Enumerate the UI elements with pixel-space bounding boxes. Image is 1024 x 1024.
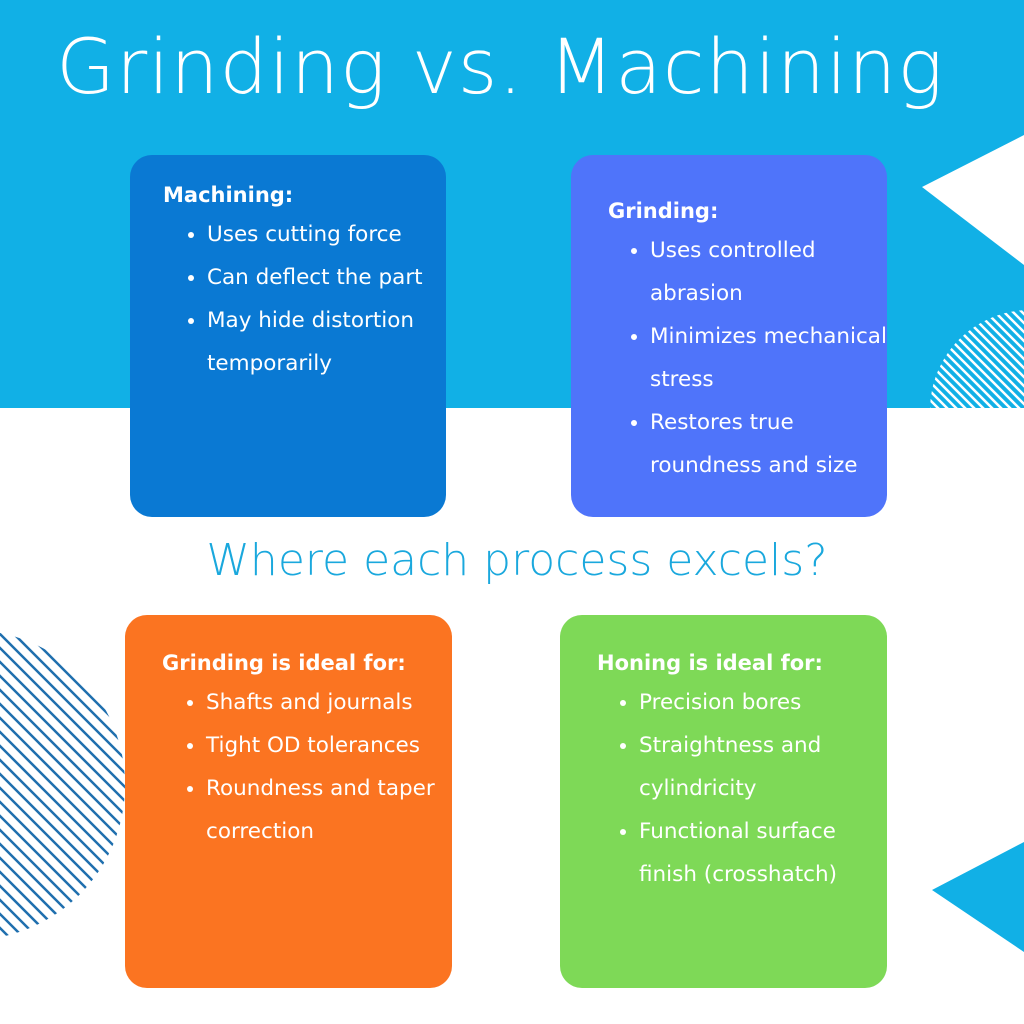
stripe-line	[0, 630, 121, 940]
list-item: Uses cutting force	[207, 213, 446, 256]
stripe-line	[930, 310, 1024, 408]
stripe-line	[937, 310, 1024, 408]
stripe-line	[930, 310, 941, 408]
stripe-line	[0, 630, 125, 940]
stripe-line	[930, 310, 1024, 408]
grinding-ideal-card: Grinding is ideal for: Shafts and journa…	[125, 615, 452, 988]
stripe-line	[0, 630, 125, 940]
stripe-line	[930, 310, 950, 408]
list-item: Functional surface finish (crosshatch)	[639, 810, 887, 896]
stripe-line	[955, 310, 1024, 408]
triangle-decoration-top	[922, 135, 1024, 265]
card-heading: Machining:	[163, 183, 294, 207]
stripe-line	[973, 310, 1024, 408]
list-item: May hide distortion temporarily	[207, 299, 446, 385]
section-subtitle: Where each process excels?	[206, 535, 828, 586]
honing-ideal-card: Honing is ideal for: Precision bores Str…	[560, 615, 887, 988]
stripe-line	[0, 630, 125, 940]
list-item: Uses controlled abrasion	[650, 229, 887, 315]
list-item: Precision bores	[639, 681, 887, 724]
list-item: Roundness and taper correction	[206, 767, 452, 853]
stripe-line	[946, 310, 1024, 408]
card-heading: Honing is ideal for:	[597, 651, 823, 675]
stripe-line	[0, 630, 125, 940]
stripe-line	[0, 630, 125, 940]
page-title: Grinding vs. Machining	[56, 22, 944, 111]
stripe-line	[0, 630, 37, 940]
stripe-line	[0, 630, 125, 940]
stripe-line	[0, 630, 125, 940]
stripe-line	[0, 630, 125, 940]
stripe-circle-decoration-top	[930, 310, 1024, 408]
stripe-circle-decoration-bottom	[0, 630, 125, 940]
list-item: Can deflect the part	[207, 256, 446, 299]
grinding-card: Grinding: Uses controlled abrasion Minim…	[571, 155, 887, 517]
stripe-line	[930, 310, 1024, 408]
card-heading: Grinding:	[608, 199, 719, 223]
stripe-line	[0, 630, 125, 940]
stripe-line	[930, 310, 968, 408]
stripe-line	[930, 310, 1024, 408]
card-heading: Grinding is ideal for:	[162, 651, 406, 675]
stripe-line	[930, 310, 1024, 408]
stripe-line	[69, 630, 125, 940]
stripe-line	[982, 310, 1024, 408]
list-item: Minimizes mechanical stress	[650, 315, 887, 401]
stripe-line	[930, 310, 1022, 408]
stripe-line	[0, 630, 125, 940]
stripe-line	[0, 630, 125, 940]
stripe-line	[13, 630, 125, 940]
stripe-line	[0, 630, 125, 940]
stripe-line	[930, 310, 1024, 408]
list-item: Shafts and journals	[206, 681, 452, 724]
list-item: Tight OD tolerances	[206, 724, 452, 767]
list-item: Straightness and cylindricity	[639, 724, 887, 810]
triangle-decoration-bottom	[932, 842, 1024, 952]
stripe-line	[0, 630, 125, 940]
machining-card: Machining: Uses cutting force Can deflec…	[130, 155, 446, 517]
stripe-line	[930, 310, 1024, 408]
stripe-line	[0, 630, 125, 940]
list-item: Restores true roundness and size	[650, 401, 887, 487]
stripe-line	[964, 310, 1024, 408]
